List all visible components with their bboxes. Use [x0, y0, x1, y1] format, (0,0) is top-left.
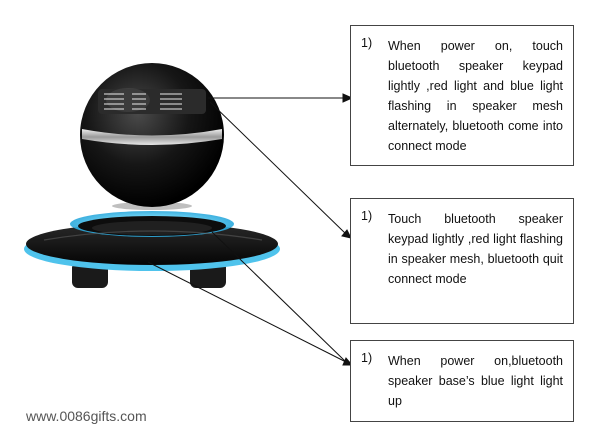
watermark: www.0086gifts.com — [26, 408, 147, 424]
silver-band — [82, 129, 222, 145]
note-box-connect: 1) When power on, touch bluetooth speake… — [350, 25, 574, 166]
note-number: 1) — [361, 209, 373, 223]
note-box-base-light: 1) When power on,bluetooth speaker base’… — [350, 340, 574, 422]
note-box-disconnect: 1) Touch bluetooth speaker keypad lightl… — [350, 198, 574, 324]
note-number: 1) — [361, 351, 373, 365]
note-text: When power on,bluetooth speaker base’s b… — [388, 354, 563, 408]
speaker-mesh — [98, 89, 206, 114]
note-text: Touch bluetooth speaker keypad lightly ,… — [388, 212, 563, 286]
note-text: When power on, touch bluetooth speaker k… — [388, 39, 563, 153]
connector-lines — [147, 93, 354, 366]
note-number: 1) — [361, 36, 373, 50]
